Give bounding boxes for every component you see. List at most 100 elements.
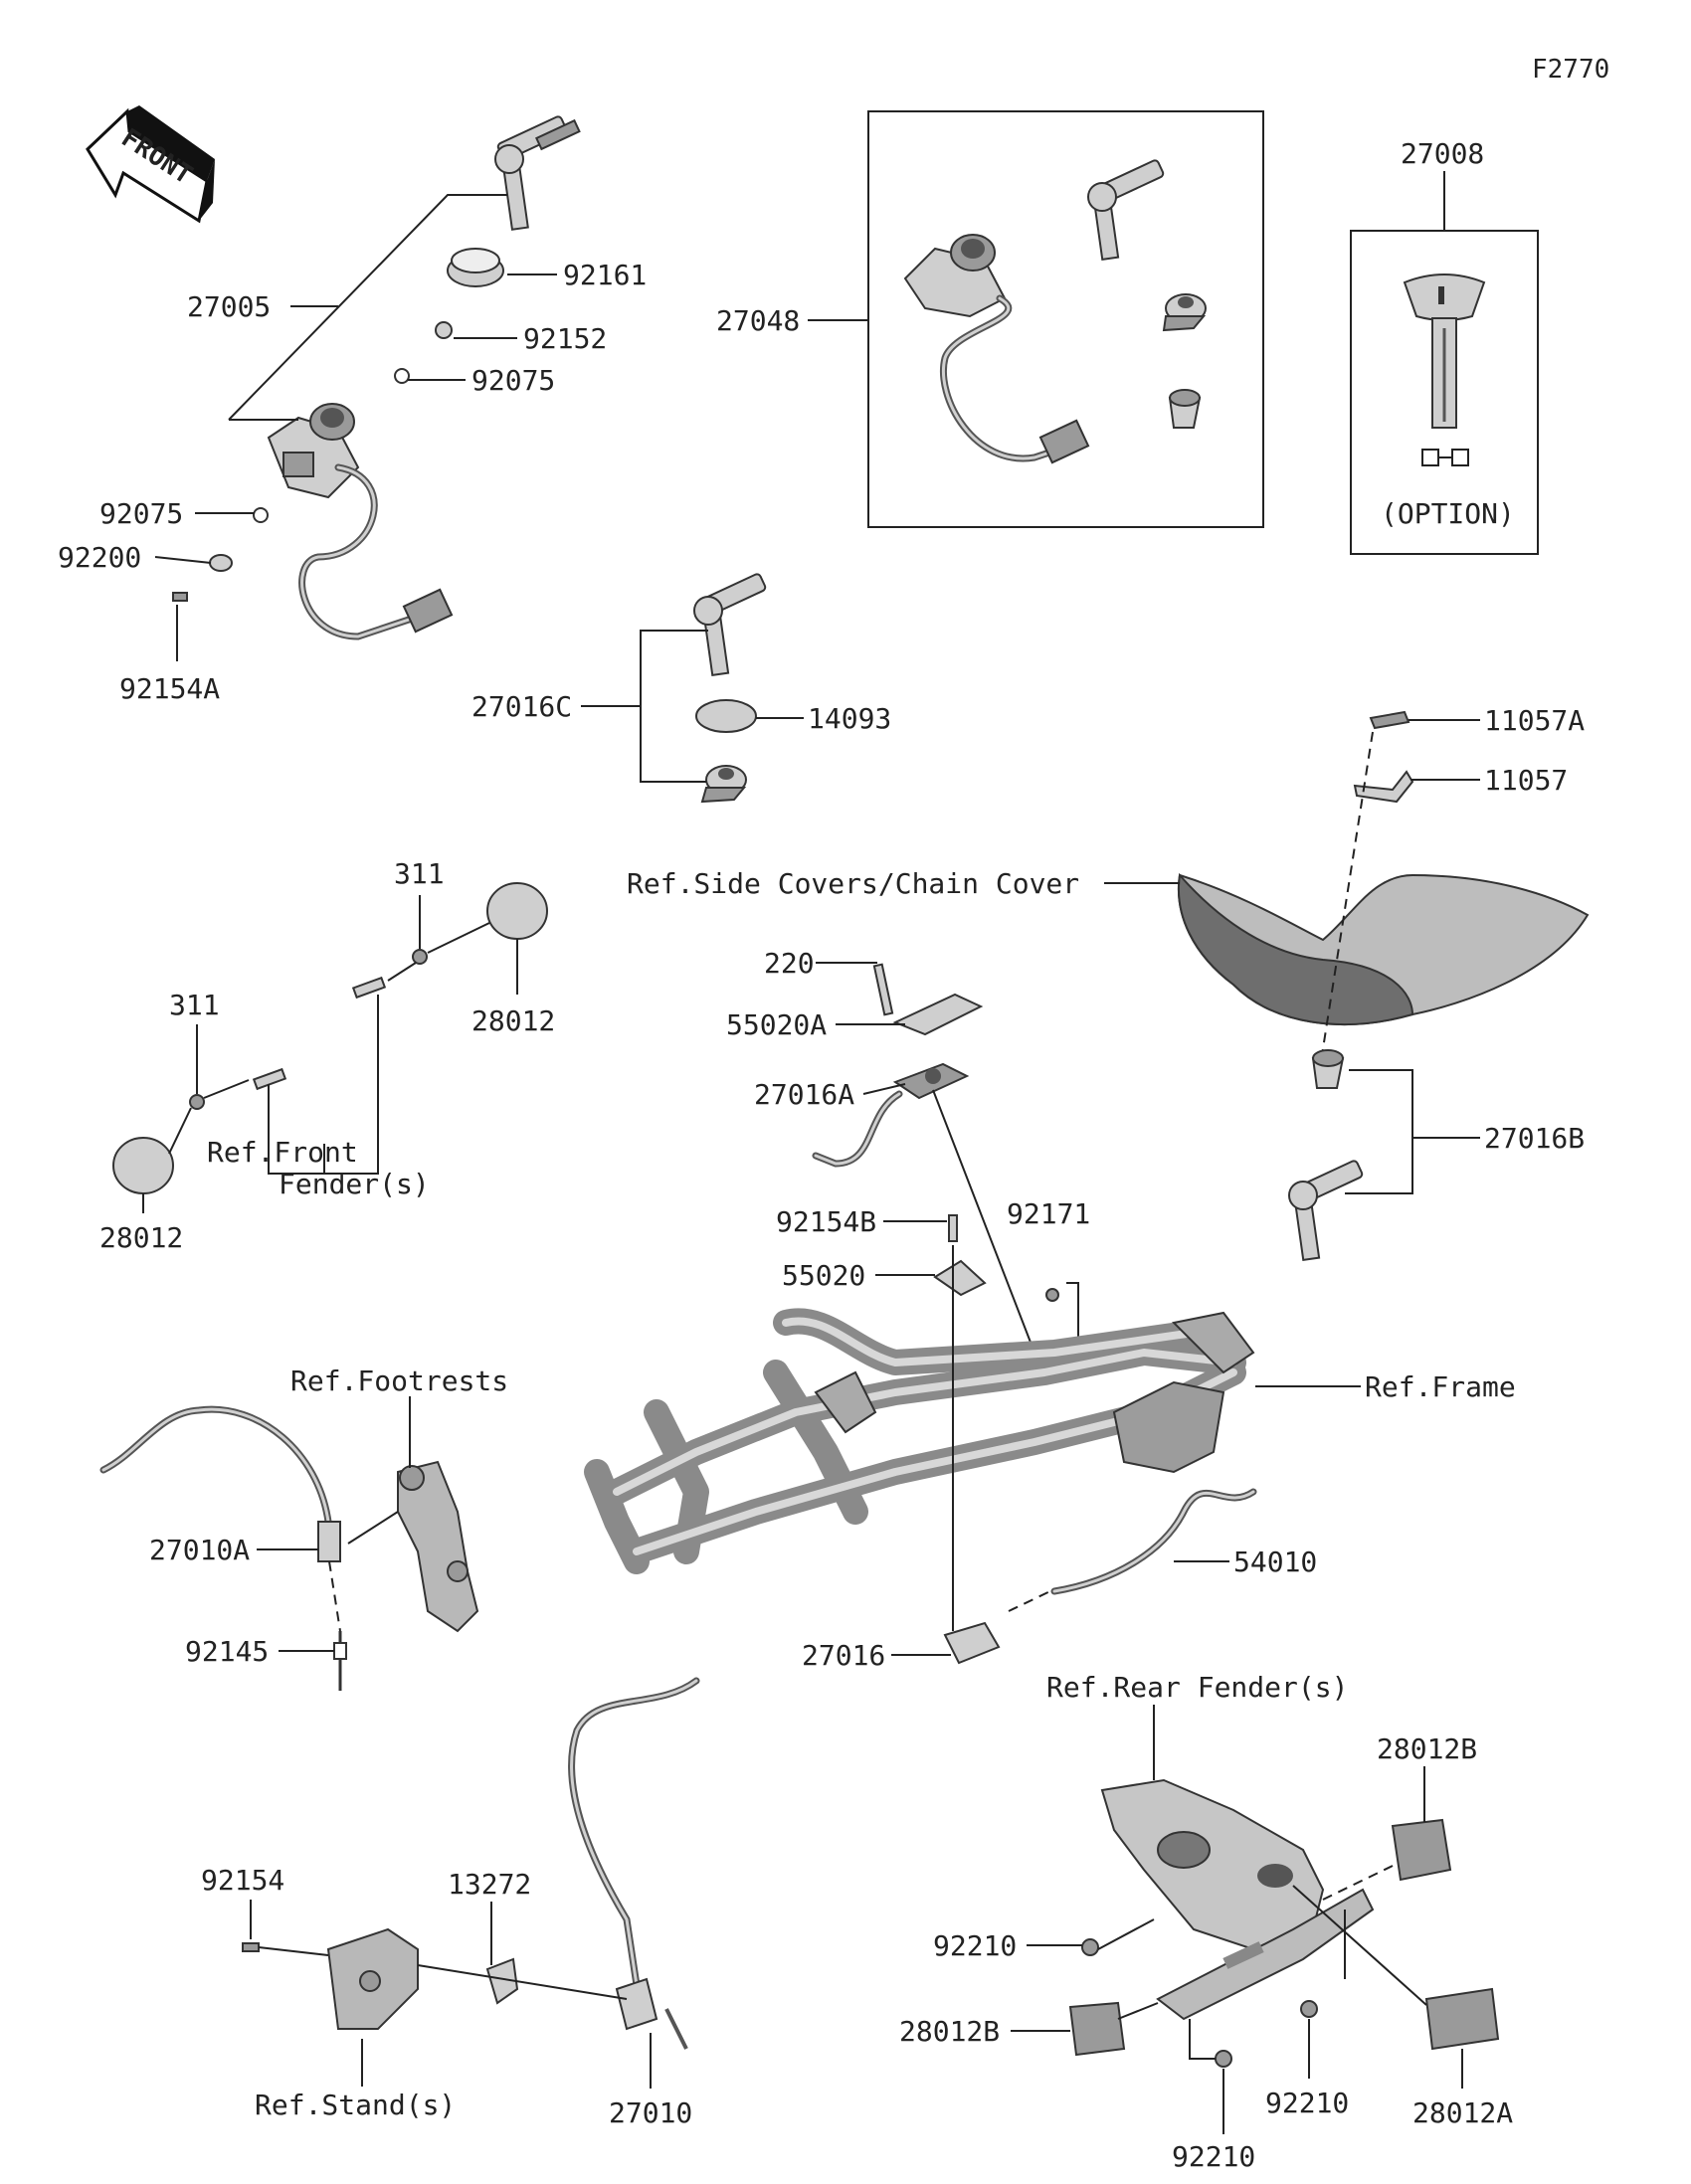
bracket-11057-icon [1353,770,1414,804]
label-55020: 55020 [782,1259,865,1292]
lock-27016C-icon [700,765,747,804]
frame-icon [584,1308,1255,1574]
nut-311-b-icon [189,1094,205,1110]
washer-92152-icon [435,321,453,339]
label-311-a: 311 [394,857,445,890]
kit-ignition-key-icon [1087,159,1165,261]
reflector-28012B-lower-icon [1068,2001,1126,2057]
bolt-92154-icon [242,1942,260,1952]
label-27016C: 27016C [471,690,572,723]
stud-left-icon [252,1067,287,1091]
kit-ignition-switch-icon [903,234,1007,318]
seat-cowl-icon [1178,872,1590,1025]
reflector-28012A-icon [1424,1987,1500,2051]
label-28012-b: 28012 [99,1221,183,1254]
label-92075-a: 92075 [471,364,555,397]
label-ref-front-fender-2: Fender(s) [279,1168,430,1200]
plate-55020-icon [933,1259,987,1297]
label-92145: 92145 [185,1635,269,1668]
label-ref-side-covers: Ref.Side Covers/Chain Cover [627,867,1079,900]
transponder-symbol-icon [1421,449,1469,466]
ignition-key-icon [494,115,581,231]
label-92154: 92154 [201,1864,284,1897]
label-311-b: 311 [169,989,220,1021]
kit-box-27048 [867,110,1264,528]
lock-cylinder-27016B-icon [1311,1049,1345,1089]
label-11057A: 11057A [1484,704,1585,737]
label-11057: 11057 [1484,764,1568,797]
cap-28012-right-icon [486,882,548,940]
bracket-27016-icon [943,1621,1001,1665]
nut-92210-a-icon [1081,1938,1099,1956]
label-28012B-2: 28012B [899,2015,1000,2048]
rear-fender-icon [1100,1778,1375,2021]
reflector-28012B-upper-icon [1391,1818,1452,1882]
cap-14093-icon [695,699,757,733]
label-92210-b: 92210 [1265,2087,1349,2119]
label-92200: 92200 [58,541,141,574]
key-27016B-icon [1288,1160,1364,1261]
label-27010: 27010 [609,2096,692,2129]
label-ref-footrests: Ref.Footrests [290,1365,508,1397]
label-92210-a: 92210 [933,1929,1017,1962]
front-direction-arrow-icon: FRONT [86,105,215,224]
cap-28012-left-icon [112,1137,174,1194]
label-220: 220 [764,947,815,980]
label-27008: 27008 [1401,137,1484,170]
ignition-connector-icon [402,588,454,634]
option-label: (OPTION) [1381,497,1515,530]
plate-13272-icon [485,1957,519,2005]
stand-switch-27010-icon [615,1977,688,2050]
nut-92210-c-icon [1215,2050,1232,2068]
nut-92210-b-icon [1300,2000,1318,2018]
kit-lock-cylinder-icon [1168,389,1202,429]
label-92210-c: 92210 [1172,2140,1255,2173]
label-55020A: 55020A [726,1008,827,1041]
label-28012-a: 28012 [471,1004,555,1037]
nut-311-a-icon [412,949,428,965]
label-27010A: 27010A [149,1534,250,1566]
label-92154A: 92154A [119,672,220,705]
label-ref-stand: Ref.Stand(s) [255,2089,456,2121]
key-ring-92161-icon [447,248,504,287]
label-92152: 92152 [523,322,607,355]
bolt-220-icon [872,963,894,1016]
screw-92154A-icon [172,592,188,602]
kit-seat-lock-icon [1162,293,1207,332]
oring-92075b-icon [253,507,269,523]
label-27016B: 27016B [1484,1122,1585,1155]
seat-lock-27016A-icon [892,1062,970,1100]
option-key-icon [1403,273,1486,429]
key-27016C-icon [693,573,767,676]
oring-92075-icon [394,368,410,384]
footrest-bracket-icon [397,1460,479,1633]
label-13272: 13272 [448,1868,531,1901]
label-92075-b: 92075 [99,497,183,530]
label-27005: 27005 [187,290,271,323]
spring-92145-icon [333,1631,347,1691]
plate-55020A-icon [892,993,984,1036]
label-14093: 14093 [808,702,891,735]
label-ref-front-fender-1: Ref.Front [207,1136,358,1169]
label-27048: 27048 [716,304,800,337]
label-92171: 92171 [1007,1197,1090,1230]
label-92154B: 92154B [776,1205,876,1238]
switch-27010A-icon [317,1521,341,1562]
bolt-92154B-icon [948,1214,958,1242]
nut-92171-icon [1045,1288,1059,1302]
label-92161: 92161 [563,259,647,291]
label-ref-rear-fender: Ref.Rear Fender(s) [1046,1671,1348,1704]
label-54010: 54010 [1233,1546,1317,1578]
ignition-switch-body-icon [267,403,360,499]
stud-right-icon [351,976,387,1000]
label-27016A: 27016A [754,1078,854,1111]
label-27016: 27016 [802,1639,885,1672]
figure-code: F2770 [1532,55,1609,85]
label-28012B-1: 28012B [1377,1732,1477,1765]
bracket-11057A-icon [1369,710,1410,730]
stand-bracket-icon [326,1927,419,2030]
washer-92200-icon [209,554,233,572]
label-28012A: 28012A [1412,2096,1513,2129]
label-ref-frame: Ref.Frame [1365,1370,1516,1403]
